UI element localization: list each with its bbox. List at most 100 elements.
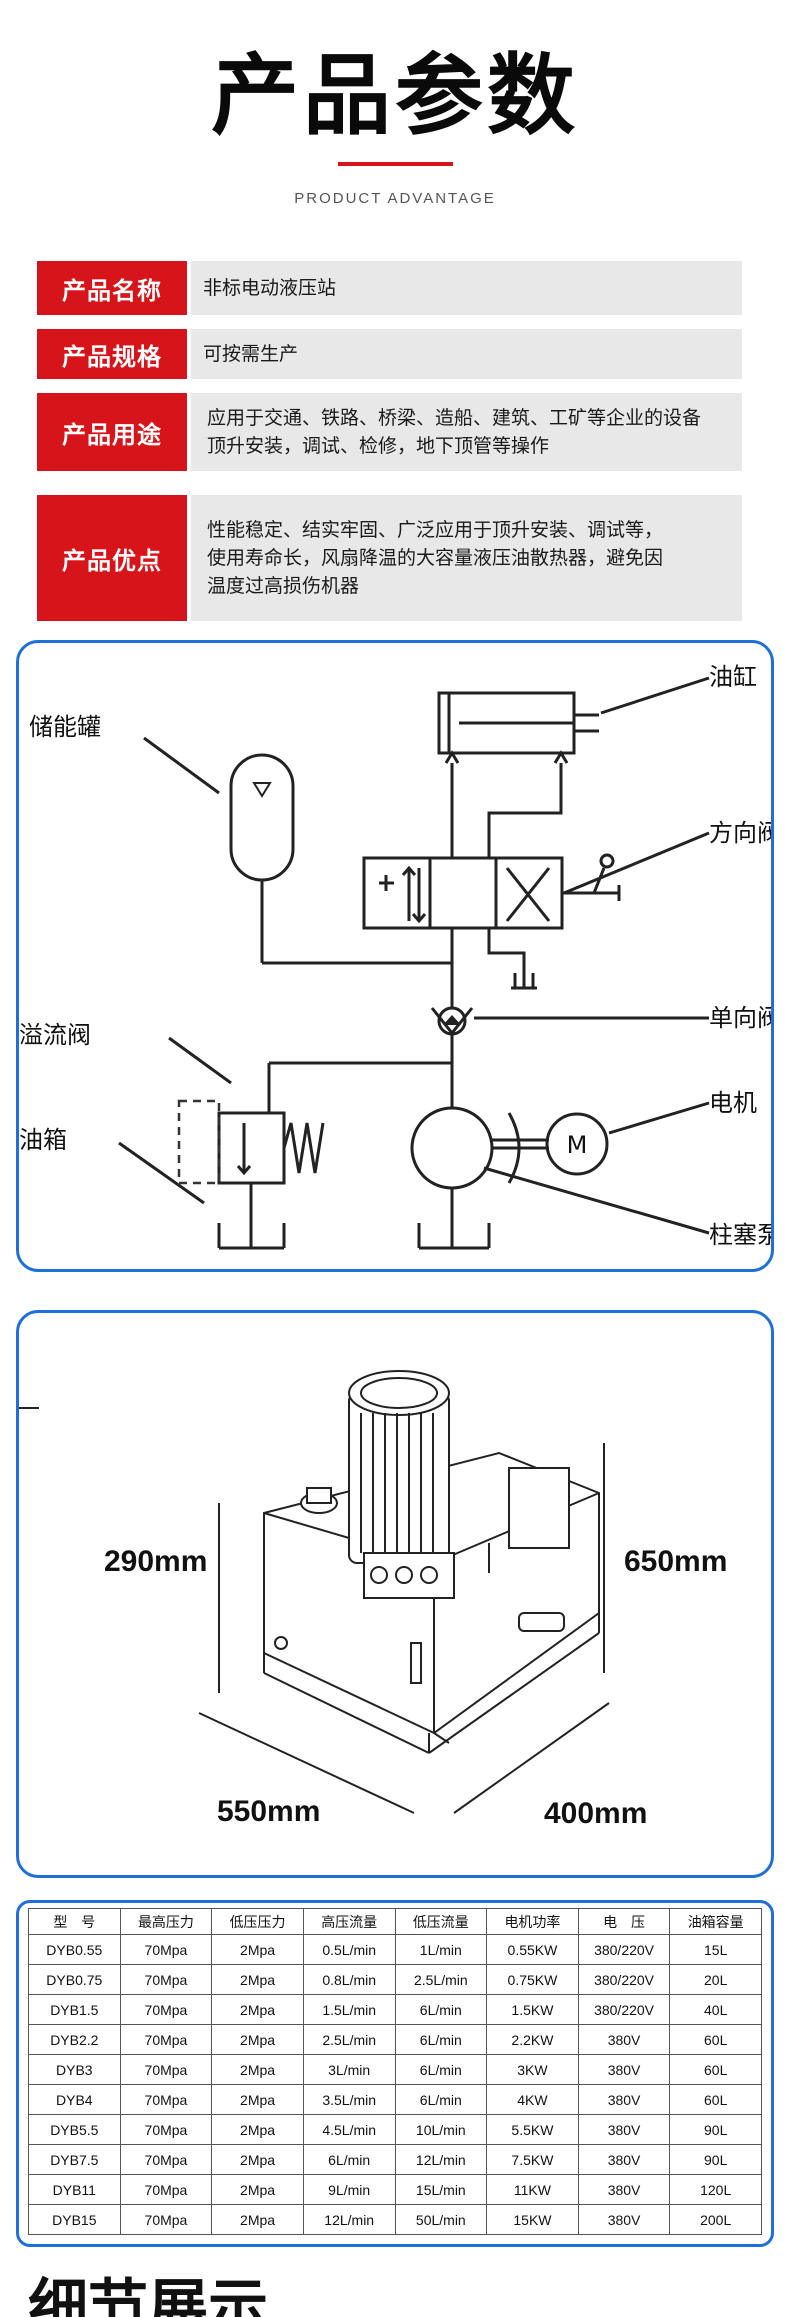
table-cell: 7.5KW bbox=[486, 2144, 579, 2175]
table-cell: 6L/min bbox=[394, 2084, 488, 2115]
table-cell: 11KW bbox=[486, 2174, 579, 2205]
label-tank: 油箱 bbox=[19, 1126, 67, 1154]
table-cell: 9L/min bbox=[302, 2174, 396, 2205]
table-cell: 6L/min bbox=[394, 2024, 488, 2055]
table-cell: 380V bbox=[577, 2114, 671, 2145]
table-cell: 2Mpa bbox=[211, 2174, 304, 2205]
dimension-bottom-right: 400mm bbox=[544, 1797, 647, 1830]
param-value-line: 性能稳定、结实牢固、广泛应用于顶升安装、调试等， bbox=[207, 519, 664, 541]
table-cell: 2Mpa bbox=[211, 2114, 304, 2145]
params-list: 产品名称 非标电动液压站 产品规格 可按需生产 产品用途 应用于交通、铁路、桥梁… bbox=[37, 261, 742, 635]
param-value: 非标电动液压站 bbox=[191, 261, 742, 315]
table-cell: 15L bbox=[669, 1934, 762, 1965]
relief-valve-dashed-outline bbox=[177, 1099, 221, 1185]
dimension-panel: 290mm 650mm 550mm 400mm bbox=[16, 1310, 774, 1878]
table-cell: 0.55KW bbox=[486, 1934, 579, 1965]
param-label: 产品规格 bbox=[37, 329, 187, 379]
table-cell: DYB4 bbox=[28, 2084, 121, 2115]
dimension-bottom-left: 550mm bbox=[217, 1795, 320, 1828]
table-cell: 12L/min bbox=[394, 2144, 488, 2175]
table-cell: 2.2KW bbox=[486, 2024, 579, 2055]
table-cell: 60L bbox=[669, 2084, 762, 2115]
table-cell: 15L/min bbox=[394, 2174, 488, 2205]
table-cell: 70Mpa bbox=[119, 1934, 213, 1965]
spec-header-cell: 油箱容量 bbox=[669, 1908, 762, 1935]
table-cell: 50L/min bbox=[394, 2204, 488, 2235]
table-cell: 4.5L/min bbox=[302, 2114, 396, 2145]
table-cell: DYB2.2 bbox=[28, 2024, 121, 2055]
table-cell: 6L/min bbox=[302, 2144, 396, 2175]
directional-valve-symbol bbox=[362, 856, 564, 930]
table-cell: 70Mpa bbox=[119, 1964, 213, 1995]
table-cell: 380V bbox=[577, 2204, 671, 2235]
pump-symbol bbox=[410, 1106, 494, 1190]
dimension-left: 290mm bbox=[104, 1545, 207, 1578]
table-cell: 2Mpa bbox=[211, 2144, 304, 2175]
table-cell: 380V bbox=[577, 2144, 671, 2175]
param-value: 性能稳定、结实牢固、广泛应用于顶升安装、调试等， 使用寿命长，风扇降温的大容量液… bbox=[191, 495, 742, 621]
table-cell: DYB1.5 bbox=[28, 1994, 121, 2025]
motor-symbol bbox=[545, 1112, 609, 1176]
table-cell: 380/220V bbox=[577, 1994, 671, 2025]
table-cell: 12L/min bbox=[302, 2204, 396, 2235]
param-value-line: 顶升安装，调试、检修，地下顶管等操作 bbox=[207, 435, 550, 457]
param-value: 应用于交通、铁路、桥梁、造船、建筑、工矿等企业的设备 顶升安装，调试、检修，地下… bbox=[191, 393, 742, 471]
title-underline bbox=[337, 162, 453, 166]
param-value-line: 使用寿命长，风扇降温的大容量液压油散热器，避免因 bbox=[207, 547, 664, 569]
hydraulic-schematic: M 油缸 储能罐 方向阀 单向阀 溢流阀 电机 油箱 柱塞泵 bbox=[19, 663, 771, 1250]
label-accumulator: 储能罐 bbox=[29, 713, 101, 741]
table-cell: 120L bbox=[669, 2174, 762, 2205]
hydraulic-station-drawing: 290mm 650mm 550mm 400mm bbox=[19, 1370, 727, 1830]
param-value-line: 应用于交通、铁路、桥梁、造船、建筑、工矿等企业的设备 bbox=[207, 407, 702, 429]
table-cell: 5.5KW bbox=[486, 2114, 579, 2145]
label-pump: 柱塞泵 bbox=[709, 1221, 771, 1249]
table-cell: 70Mpa bbox=[119, 2204, 213, 2235]
table-cell: DYB5.5 bbox=[28, 2114, 121, 2145]
param-value-line: 非标电动液压站 bbox=[203, 277, 337, 299]
spec-header-cell: 高压流量 bbox=[302, 1908, 396, 1935]
table-cell: 4KW bbox=[486, 2084, 579, 2115]
spec-header-cell: 型 号 bbox=[28, 1908, 121, 1935]
table-cell: DYB0.75 bbox=[28, 1964, 121, 1995]
detail-section-title: 细节展示 bbox=[28, 2273, 268, 2317]
table-cell: 2Mpa bbox=[211, 2084, 304, 2115]
table-cell: 380V bbox=[577, 2054, 671, 2085]
table-cell: 90L bbox=[669, 2114, 762, 2145]
table-cell: 1L/min bbox=[394, 1934, 488, 1965]
table-cell: 200L bbox=[669, 2204, 762, 2235]
spec-table-panel: 型 号 最高压力 低压压力 高压流量 低压流量 电机功率 电 压 油箱容量 DY… bbox=[16, 1900, 774, 2247]
table-cell: 70Mpa bbox=[119, 2174, 213, 2205]
table-cell: 2Mpa bbox=[211, 1934, 304, 1965]
param-value-line: 可按需生产 bbox=[203, 343, 299, 365]
table-cell: DYB7.5 bbox=[28, 2144, 121, 2175]
param-label: 产品用途 bbox=[37, 393, 187, 471]
table-cell: DYB0.55 bbox=[28, 1934, 121, 1965]
table-cell: 1.5KW bbox=[486, 1994, 579, 2025]
table-cell: 15KW bbox=[486, 2204, 579, 2235]
table-cell: DYB11 bbox=[28, 2174, 121, 2205]
table-cell: 2Mpa bbox=[211, 1994, 304, 2025]
table-cell: 2Mpa bbox=[211, 2024, 304, 2055]
spec-header-cell: 低压压力 bbox=[211, 1908, 304, 1935]
table-cell: 20L bbox=[669, 1964, 762, 1995]
table-cell: 380V bbox=[577, 2024, 671, 2055]
motor-symbol-text: M bbox=[567, 1131, 588, 1159]
param-label: 产品优点 bbox=[37, 495, 187, 621]
accumulator-symbol bbox=[229, 753, 295, 882]
table-cell: 70Mpa bbox=[119, 2144, 213, 2175]
table-cell: 70Mpa bbox=[119, 2084, 213, 2115]
table-cell: 10L/min bbox=[394, 2114, 488, 2145]
table-cell: 2Mpa bbox=[211, 1964, 304, 1995]
table-cell: 6L/min bbox=[394, 1994, 488, 2025]
param-row-advantage: 产品优点 性能稳定、结实牢固、广泛应用于顶升安装、调试等， 使用寿命长，风扇降温… bbox=[37, 495, 742, 621]
table-cell: 380/220V bbox=[577, 1964, 671, 1995]
label-relief-valve: 溢流阀 bbox=[19, 1021, 91, 1049]
